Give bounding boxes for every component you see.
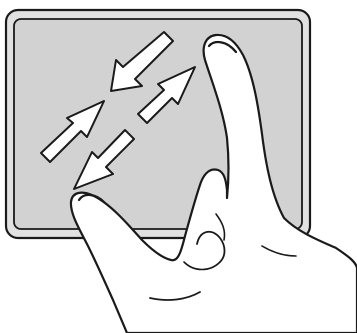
wrist-crease [261,245,297,257]
thumb-fingernail [77,193,106,204]
arrow-icon [110,31,174,92]
arrow-icon [137,66,196,124]
knuckle-line [215,213,226,241]
palm-line [149,291,201,301]
curled-finger-fold [196,230,226,263]
arrow-icon [73,129,135,190]
index-fingernail [207,40,238,54]
curled-finger-crease [183,261,221,271]
arrow-icon [40,100,105,163]
hand-icon [69,33,357,333]
arrows-group [40,31,196,190]
